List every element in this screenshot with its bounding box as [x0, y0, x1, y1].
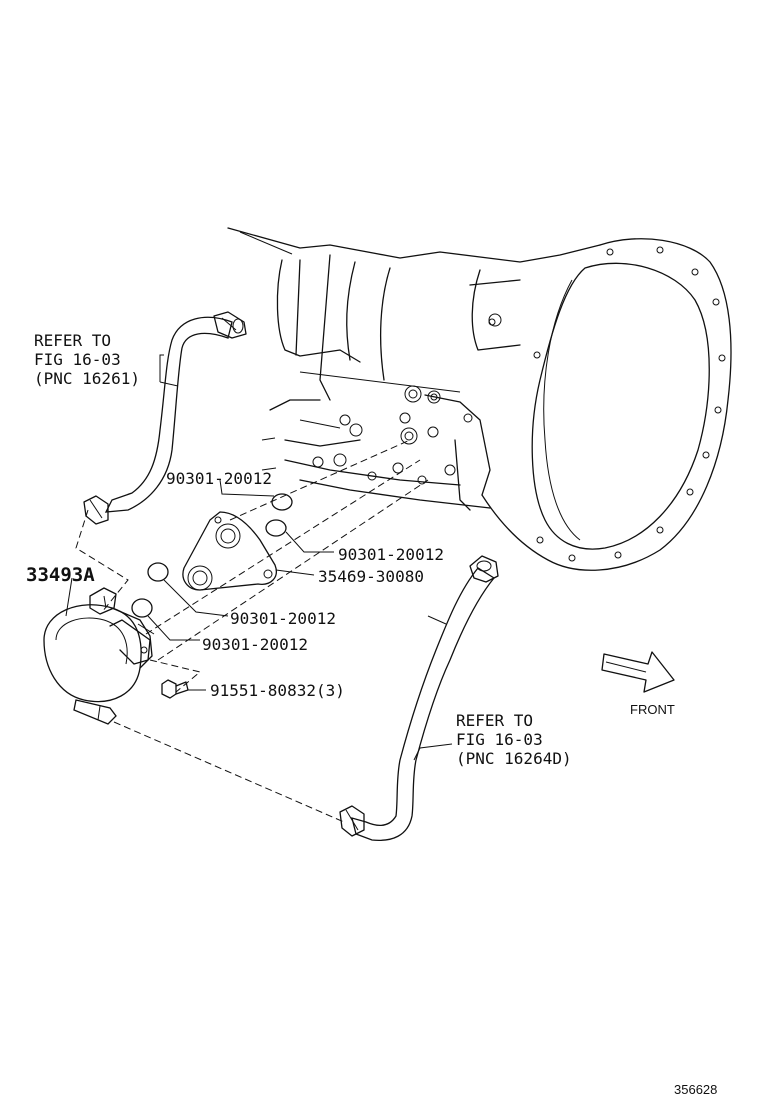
- label-refer-upper: REFER TO FIG 16-03 (PNC 16261): [34, 331, 140, 388]
- label-refer-lower: REFER TO FIG 16-03 (PNC 16264D): [456, 711, 572, 768]
- transmission-case: [227, 227, 732, 571]
- label-bracket: 35469-30080: [318, 567, 424, 586]
- refer-lower-line-3: (PNC 16264D): [456, 749, 572, 768]
- diagram-id: 356628: [674, 1082, 717, 1097]
- front-arrow-icon: [601, 651, 675, 693]
- leader-lines: [65, 354, 453, 761]
- label-oring-right: 90301-20012: [338, 545, 444, 564]
- label-bolt: 91551-80832(3): [210, 681, 345, 700]
- refer-upper-line-3: (PNC 16261): [34, 369, 140, 388]
- refer-upper-line-2: FIG 16-03: [34, 350, 121, 369]
- label-oring-mid: 90301-20012: [230, 609, 336, 628]
- refer-lower-line-1: REFER TO: [456, 711, 533, 730]
- lower-hose: [339, 555, 499, 842]
- refer-upper-line-1: REFER TO: [34, 331, 111, 350]
- label-oring-low: 90301-20012: [202, 635, 308, 654]
- label-oring-top: 90301-20012: [166, 469, 272, 488]
- oil-cooler-33493a: [43, 587, 155, 725]
- upper-hose: [83, 311, 247, 525]
- o-rings: [131, 493, 293, 618]
- assembly-lines: [75, 439, 429, 823]
- label-33493a: 33493A: [26, 564, 95, 586]
- refer-lower-line-2: FIG 16-03: [456, 730, 543, 749]
- bolt-91551-80832: [161, 679, 189, 699]
- bracket-35469-30080: [182, 511, 277, 591]
- label-front: FRONT: [630, 702, 675, 717]
